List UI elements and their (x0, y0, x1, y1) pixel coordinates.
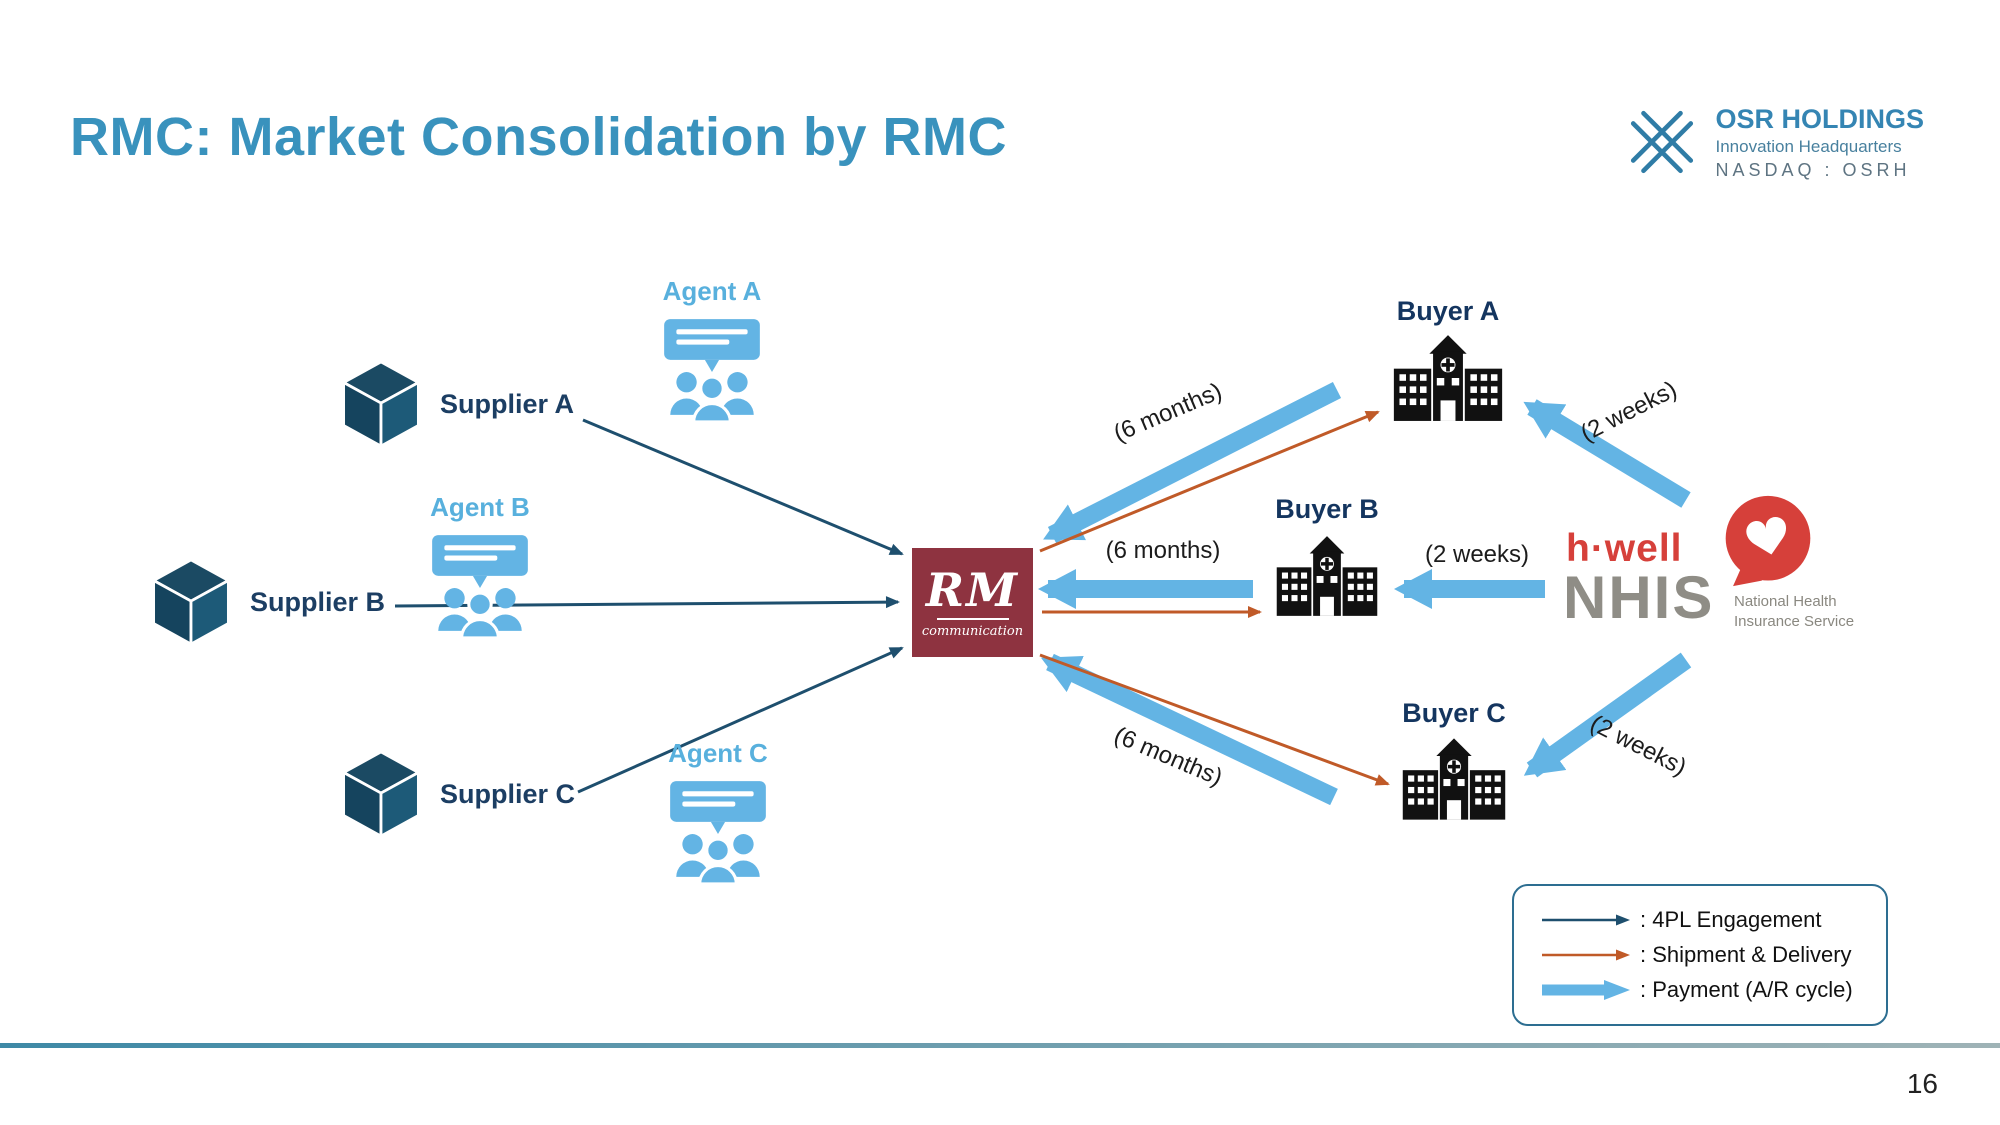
hospital-icon (1402, 738, 1506, 820)
osr-company-name: OSR HOLDINGS (1715, 104, 1924, 134)
nhis-caption-line2: Insurance Service (1734, 612, 1855, 630)
osr-ticker: NASDAQ : OSRH (1715, 159, 1911, 180)
arrow-4pl-supplier-a (582, 418, 904, 556)
agent-people-icon (432, 535, 528, 640)
supplier-c-label: Supplier C (440, 778, 576, 809)
agent-c-node: Agent C (648, 738, 788, 890)
rmc-underline (936, 617, 1009, 620)
package-box-icon (342, 750, 420, 838)
supplier-b-node: Supplier B (148, 556, 385, 648)
supplier-a-label: Supplier A (440, 388, 575, 419)
rmc-subtitle: communication (921, 623, 1024, 639)
agent-a-label: Agent A (662, 276, 762, 306)
payment-term-label: (2 weeks) (1424, 541, 1530, 568)
supplier-a-node: Supplier A (338, 358, 574, 450)
buyer-a-label: Buyer A (1396, 296, 1500, 326)
arrow-payment-buyer-c-rmc (1040, 653, 1338, 806)
payment-term-label: (6 months) (1105, 537, 1221, 564)
agent-c-label: Agent C (668, 738, 768, 768)
legend-box: : 4PL Engagement : Shipment & Delivery :… (1512, 884, 1888, 1026)
nhis-caption-line1: National Health (1734, 593, 1837, 610)
osr-logo-text: OSR HOLDINGS Innovation Headquarters NAS… (1715, 104, 1924, 180)
arrow-payment-nhis-buyer-c (1523, 652, 1692, 778)
nhis-acronym: NHIS (1563, 564, 1715, 631)
nhis-heart-icon (1722, 494, 1814, 593)
buyer-b-node: Buyer B (1247, 494, 1407, 624)
osr-lattice-icon (1631, 111, 1694, 174)
arrow-payment-nhis-buyer-a (1523, 399, 1691, 508)
legend-shipment-label: : Shipment & Delivery (1640, 942, 1852, 967)
supplier-c-node: Supplier C (338, 748, 575, 840)
legend-shipment-arrow-icon (1542, 949, 1630, 961)
rmc-logo-node: RM communication (912, 548, 1033, 657)
legend-4pl-arrow-icon (1542, 914, 1630, 926)
legend-4pl-label: : 4PL Engagement (1640, 907, 1822, 932)
page-number: 16 (1906, 1068, 1938, 1099)
package-box-icon (342, 360, 420, 448)
legend-row-shipment: : Shipment & Delivery (1540, 942, 1886, 968)
buyer-a-node: Buyer A (1368, 296, 1528, 426)
osr-division: Innovation Headquarters (1715, 137, 1902, 157)
hospital-icon (1393, 335, 1503, 421)
arrow-shipment-buyer-c (1039, 653, 1390, 786)
agent-b-label: Agent B (430, 492, 530, 522)
arrow-4pl-supplier-c (577, 646, 904, 794)
bottom-divider (0, 1043, 2000, 1048)
buyer-c-label: Buyer C (1402, 698, 1506, 728)
buyer-b-label: Buyer B (1275, 494, 1379, 524)
package-box-icon (152, 558, 230, 646)
supplier-b-label: Supplier B (250, 586, 386, 617)
agent-a-node: Agent A (642, 276, 782, 428)
buyer-c-node: Buyer C (1374, 698, 1534, 826)
hospital-icon (1276, 536, 1378, 616)
hwell-brand: h·well (1566, 527, 1683, 570)
page-title: RMC: Market Consolidation by RMC (70, 107, 1008, 167)
agent-people-icon (670, 781, 766, 886)
legend-row-payment: : Payment (A/R cycle) (1540, 977, 1886, 1003)
osr-holdings-logo: OSR HOLDINGS Innovation Headquarters NAS… (1625, 104, 1924, 180)
legend-payment-label: : Payment (A/R cycle) (1640, 977, 1853, 1002)
agent-b-node: Agent B (410, 492, 550, 644)
legend-row-4pl: : 4PL Engagement (1540, 907, 1886, 933)
rmc-name: RM (925, 562, 1020, 617)
agent-people-icon (664, 319, 760, 424)
nhis-caption: National Health Insurance Service (1734, 592, 1854, 631)
arrow-payment-buyer-a-rmc (1043, 381, 1342, 544)
legend-payment-arrow-icon (1542, 980, 1630, 1000)
arrow-shipment-buyer-a (1039, 410, 1380, 553)
